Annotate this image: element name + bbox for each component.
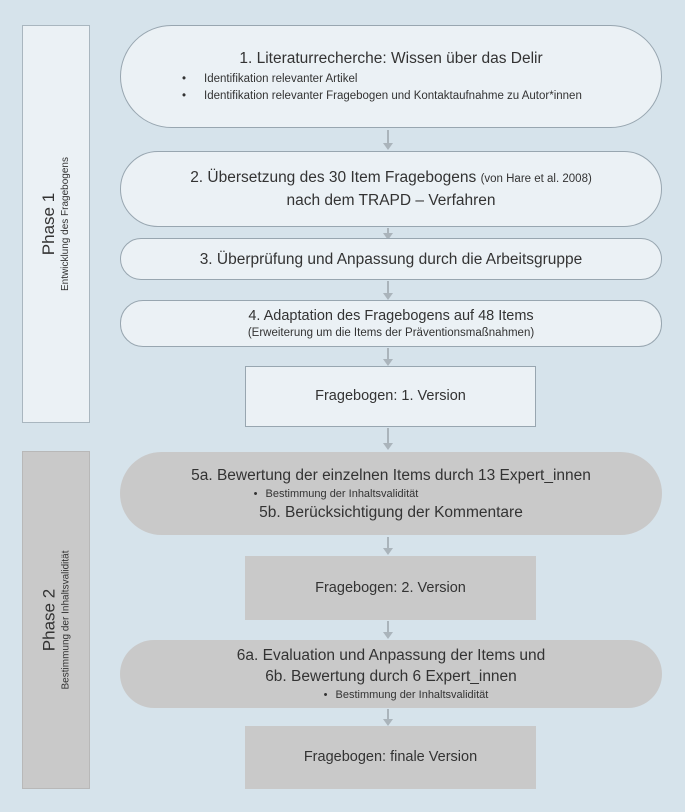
phase-1-subtitle: Entwicklung des Fragebogens: [60, 157, 72, 291]
phase-1-panel: Phase 1 Entwicklung des Fragebogens: [22, 25, 90, 423]
phase-2-subtitle: Bestimmung der Inhaltsvalidität: [60, 550, 71, 690]
version-1-box: Fragebogen: 1. Version: [245, 366, 536, 427]
step-5-bullet: Bestimmung der Inhaltsvalidität: [254, 486, 419, 502]
step-5-node: 5a. Bewertung der einzelnen Items durch …: [120, 452, 662, 535]
arrow-1-2: [383, 130, 393, 150]
version-1-label: Fragebogen: 1. Version: [315, 388, 466, 404]
phase-1-title: Phase 1: [39, 192, 59, 256]
step-2-line-2: nach dem TRAPD – Verfahren: [286, 192, 496, 209]
step-5a-text: 5a. Bewertung der einzelnen Items durch …: [191, 466, 591, 484]
phase-2-title: Phase 2: [39, 588, 58, 652]
phase-2-panel: Phase 2 Bestimmung der Inhaltsvalidität: [22, 451, 90, 789]
version-2-label: Fragebogen: 2. Version: [315, 579, 466, 596]
arrow-5-v2: [383, 537, 393, 555]
version-final-label: Fragebogen: finale Version: [303, 749, 478, 765]
step-1-bullet-1: Identifikation relevanter Artikel: [176, 71, 606, 88]
version-2-box: Fragebogen: 2. Version: [245, 556, 536, 620]
step-4-node: 4. Adaptation des Fragebogens auf 48 Ite…: [120, 300, 662, 347]
arrow-3-4: [383, 281, 393, 300]
step-2-line-1: 2. Übersetzung des 30 Item Fragebogens (…: [190, 167, 592, 190]
step-4-title: 4. Adaptation des Fragebogens auf 48 Ite…: [248, 307, 534, 324]
step-4-note: (Erweiterung um die Items der Prävention…: [247, 326, 535, 339]
step-1-bullets: Identifikation relevanter Artikel Identi…: [176, 71, 606, 105]
step-6-bullet: Bestimmung der Inhaltsvalidität: [324, 687, 489, 703]
step-2-main: 2. Übersetzung des 30 Item Fragebogens: [190, 169, 477, 186]
arrow-v2-6: [383, 621, 393, 639]
step-5b-text: 5b. Berücksichtigung der Kommentare: [259, 503, 523, 521]
step-6b-text: 6b. Bewertung durch 6 Expert_innen: [265, 668, 517, 685]
step-6a-text: 6a. Evaluation und Anpassung der Items u…: [236, 647, 546, 664]
arrow-6-final: [383, 709, 393, 726]
step-1-title: 1. Literaturrecherche: Wissen über das D…: [239, 50, 543, 67]
arrow-2-3: [383, 228, 393, 240]
step-3-node: 3. Überprüfung und Anpassung durch die A…: [120, 238, 662, 280]
step-1-node: 1. Literaturrecherche: Wissen über das D…: [120, 25, 662, 128]
arrow-v1-5: [383, 428, 393, 450]
step-3-title: 3. Überprüfung und Anpassung durch die A…: [199, 250, 583, 268]
step-6-node: 6a. Evaluation und Anpassung der Items u…: [120, 640, 662, 708]
step-2-node: 2. Übersetzung des 30 Item Fragebogens (…: [120, 151, 662, 227]
arrow-4-v1: [383, 348, 393, 366]
version-final-box: Fragebogen: finale Version: [245, 726, 536, 789]
step-1-bullet-2: Identifikation relevanter Fragebogen und…: [176, 88, 606, 105]
step-2-citation: (von Hare et al. 2008): [480, 173, 592, 185]
